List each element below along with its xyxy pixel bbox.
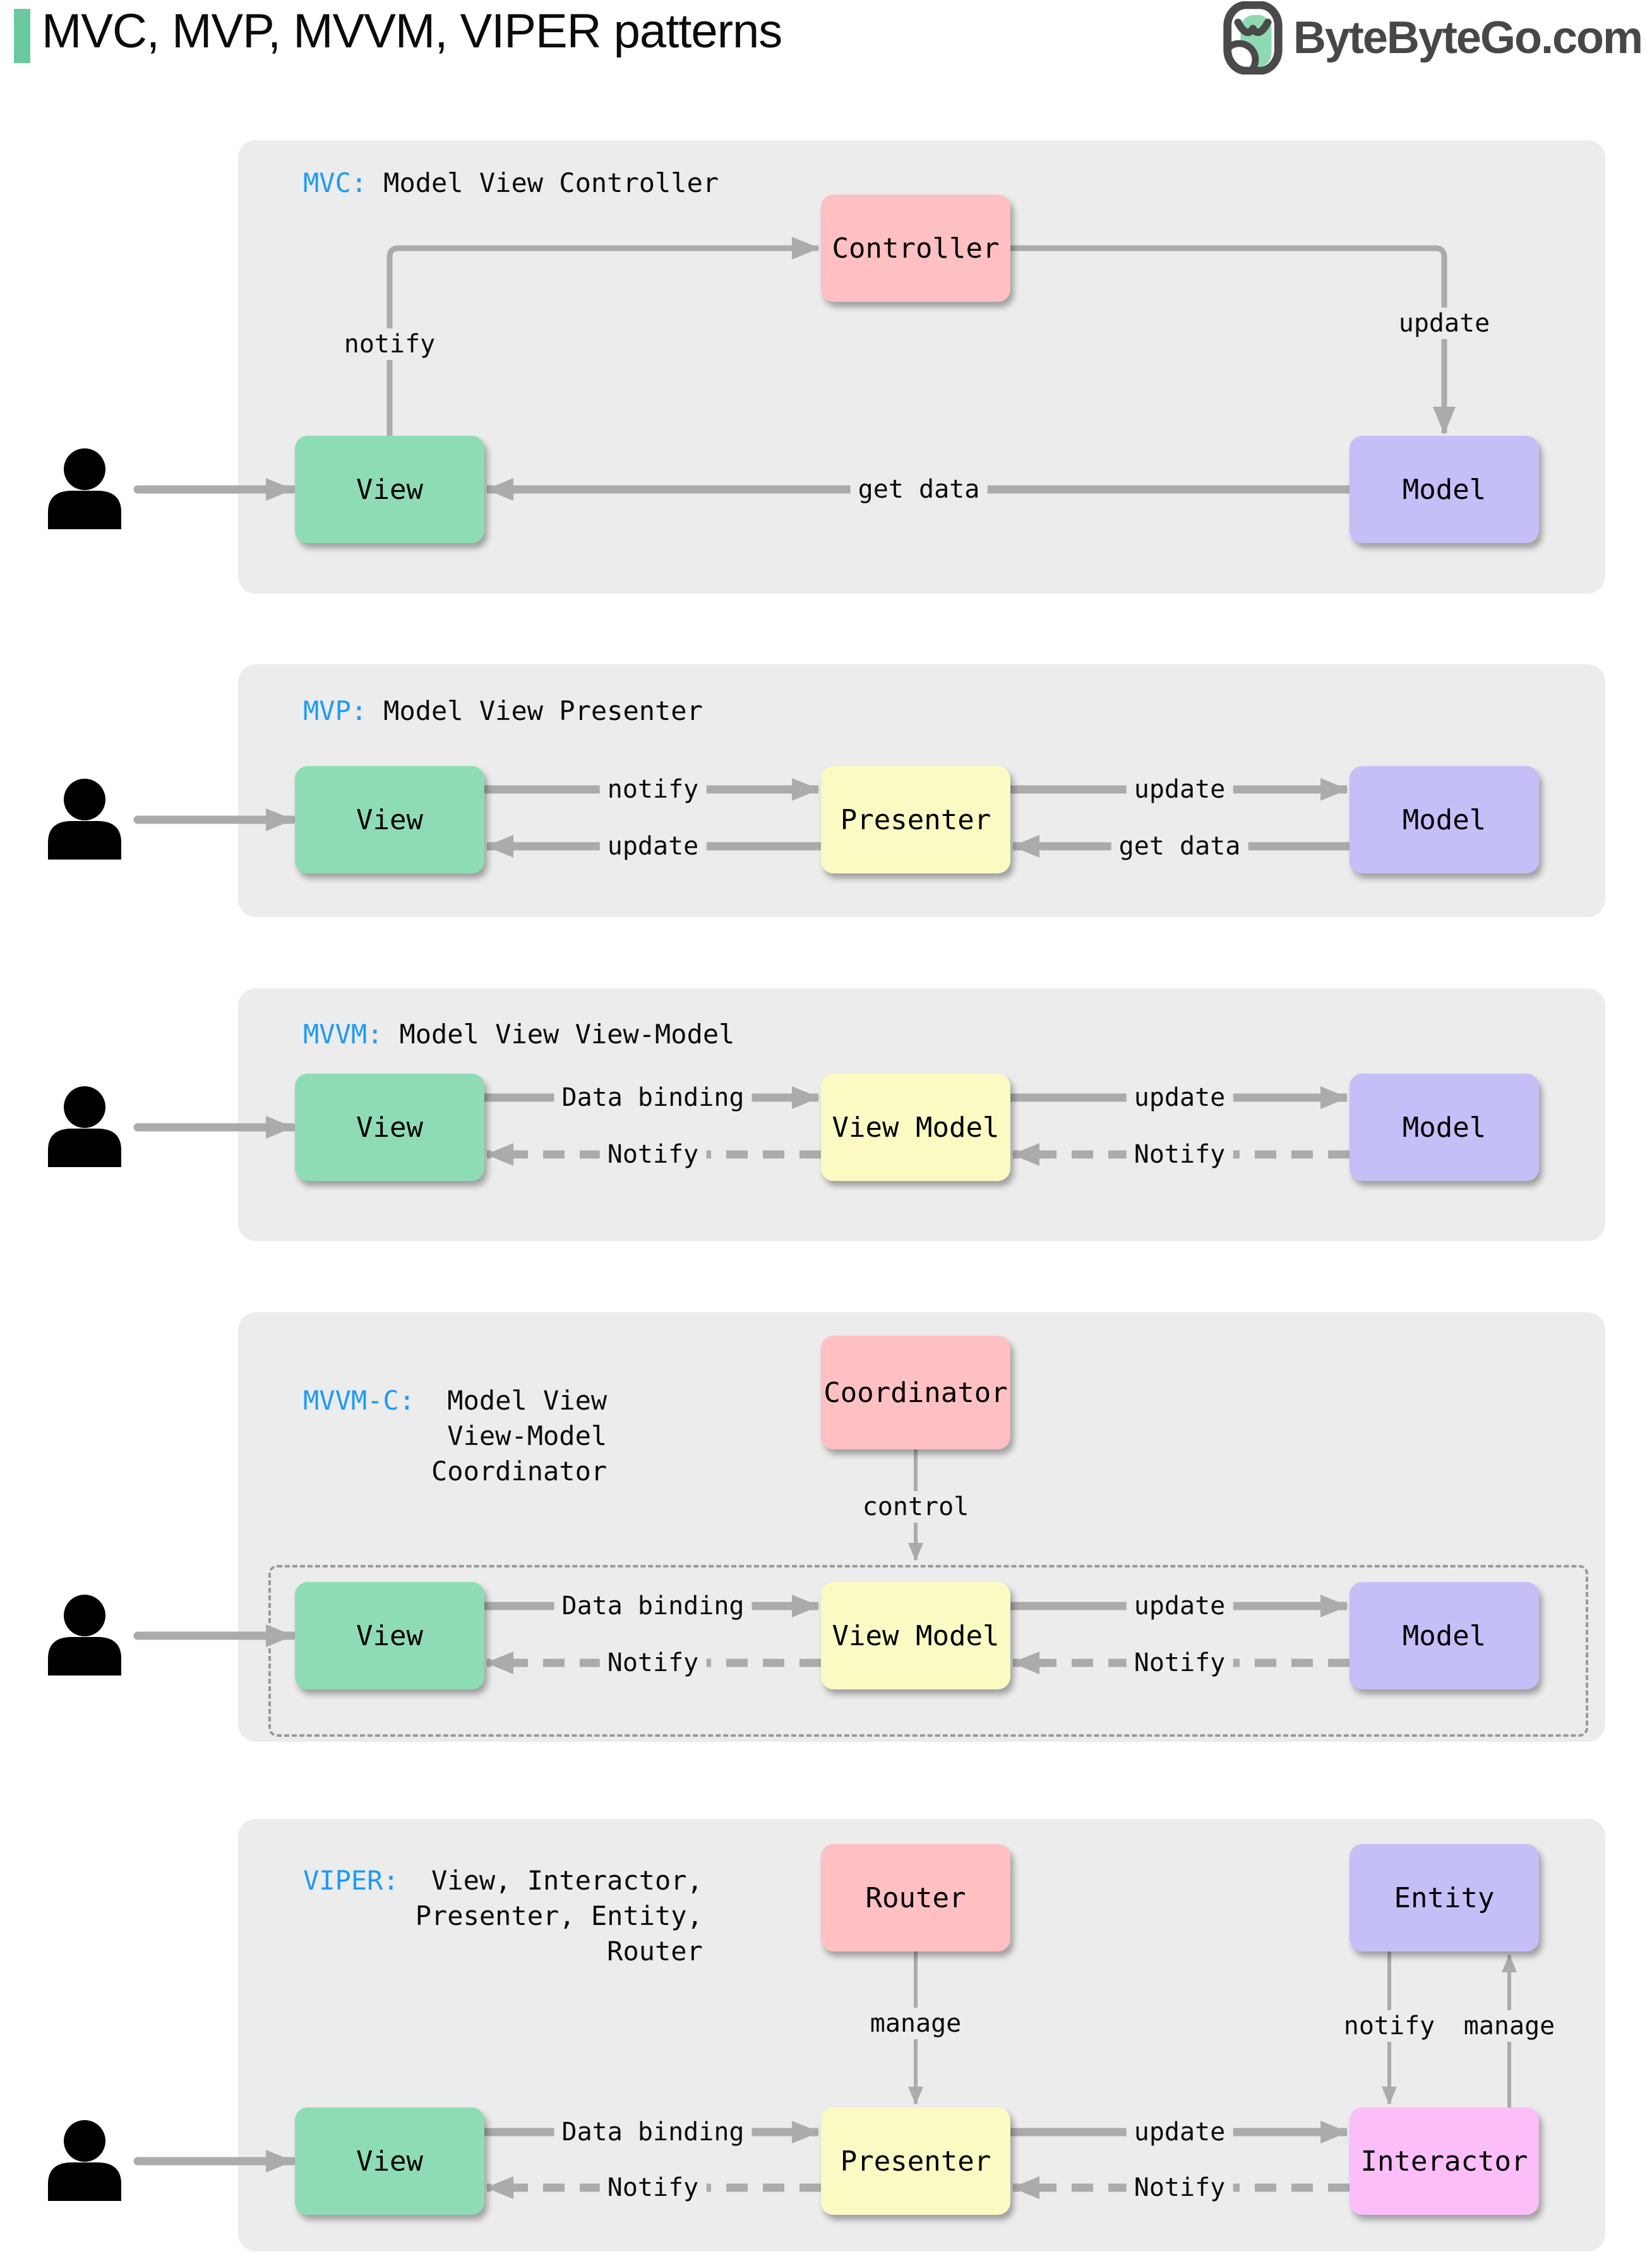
viper-caption-line: Router — [607, 1936, 703, 1967]
mvp-notify-label: notify — [599, 774, 707, 805]
mvvmc-view-box: View — [295, 1582, 484, 1689]
mvvm-view-box: View — [295, 1074, 484, 1181]
mvvm-caption: Model View View-Model — [399, 1019, 735, 1050]
viper-notify-left-label: Notify — [599, 2172, 707, 2203]
viper-notify-right-label: Notify — [1126, 2172, 1233, 2203]
mvvm-tag: MVVM: — [303, 1019, 383, 1050]
mvp-model-box: Model — [1350, 766, 1539, 873]
mvc-controller-box: Controller — [821, 195, 1010, 302]
mvp-tag: MVP: — [303, 695, 368, 726]
mvvmc-model-box: Model — [1350, 1582, 1539, 1689]
title-accent-bar — [14, 9, 30, 63]
mvc-model-box: Model — [1350, 436, 1539, 543]
mvp-presenter-box: Presenter — [821, 766, 1010, 873]
bytebytego-logo-icon — [1223, 1, 1283, 75]
mvp-get-data-label: get data — [1111, 830, 1248, 862]
viper-update-label: update — [1126, 2116, 1233, 2148]
mvvmc-update-label: update — [1126, 1590, 1233, 1622]
mvp-tag-caption: MVP: Model View Presenter — [303, 693, 703, 729]
mvvm-update-label: update — [1126, 1082, 1233, 1113]
mvvm-notify-left-label: Notify — [599, 1139, 707, 1170]
mvvm-notify-right-label: Notify — [1126, 1139, 1233, 1170]
mvvm-tag-caption: MVVM: Model View View-Model — [303, 1017, 734, 1052]
user-icon — [48, 1595, 121, 1676]
mvp-update-right-label: update — [1126, 774, 1233, 805]
mvc-view-box: View — [295, 436, 484, 543]
mvc-get-data-label: get data — [850, 474, 988, 505]
viper-tag: VIPER: — [303, 1865, 399, 1896]
mvvmc-notify-left-label: Notify — [599, 1647, 707, 1679]
mvc-notify-label: notify — [336, 328, 443, 360]
mvvmc-tag-caption: MVVM-C: Model View View-Model Coordinato… — [303, 1383, 607, 1489]
viper-router-box: Router — [821, 1844, 1010, 1951]
user-icon — [48, 779, 121, 860]
viper-entity-box: Entity — [1350, 1844, 1539, 1951]
page-title: MVC, MVP, MVVM, VIPER patterns — [42, 4, 782, 58]
viper-presenter-box: Presenter — [821, 2107, 1010, 2215]
mvvmc-view-model-box: View Model — [821, 1582, 1010, 1689]
viper-interactor-box: Interactor — [1350, 2107, 1539, 2215]
mvc-update-label: update — [1391, 308, 1498, 339]
mvc-tag: MVC: — [303, 167, 368, 198]
logo-text: ByteByteGo.com — [1293, 13, 1643, 63]
mvvm-data-binding-label: Data binding — [554, 1082, 752, 1113]
mvvm-model-box: Model — [1350, 1074, 1539, 1181]
mvc-tag-caption: MVC: Model View Controller — [303, 165, 719, 201]
viper-tag-caption: VIPER: View, Interactor, Presenter, Enti… — [303, 1863, 703, 1969]
mvvmc-notify-right-label: Notify — [1126, 1647, 1233, 1679]
mvvmc-tag: MVVM-C: — [303, 1385, 416, 1416]
mvp-view-box: View — [295, 766, 484, 873]
mvp-update-left-label: update — [599, 830, 707, 862]
viper-data-binding-label: Data binding — [554, 2116, 752, 2148]
viper-caption-line: View, Interactor, — [431, 1865, 703, 1896]
mvvmc-scope-dashed-border — [268, 1565, 1588, 1737]
viper-manage-router-label: manage — [862, 2008, 969, 2039]
mvvm-view-model-box: View Model — [821, 1074, 1010, 1181]
mvvmc-data-binding-label: Data binding — [554, 1590, 752, 1622]
mvvmc-caption-line: Model View — [447, 1385, 608, 1416]
mvvmc-caption-line: View-Model — [447, 1420, 608, 1451]
mvvmc-caption: Model View View-Model Coordinator — [431, 1383, 607, 1489]
user-icon — [48, 448, 121, 529]
mvp-caption: Model View Presenter — [383, 695, 703, 726]
viper-notify-entity-label: notify — [1336, 2010, 1443, 2042]
mvvmc-coordinator-box: Coordinator — [821, 1336, 1010, 1449]
user-icon — [48, 2120, 121, 2201]
viper-manage-entity-label: manage — [1456, 2010, 1563, 2042]
viper-caption-line: Presenter, Entity, — [415, 1900, 703, 1931]
logo: ByteByteGo.com — [1223, 1, 1643, 75]
user-icon — [48, 1086, 121, 1167]
mvc-caption: Model View Controller — [383, 167, 719, 198]
mvvmc-caption-line: Coordinator — [431, 1456, 608, 1487]
viper-caption: View, Interactor, Presenter, Entity, Rou… — [416, 1863, 703, 1969]
mvvmc-control-label: control — [854, 1491, 977, 1523]
viper-view-box: View — [295, 2107, 484, 2215]
